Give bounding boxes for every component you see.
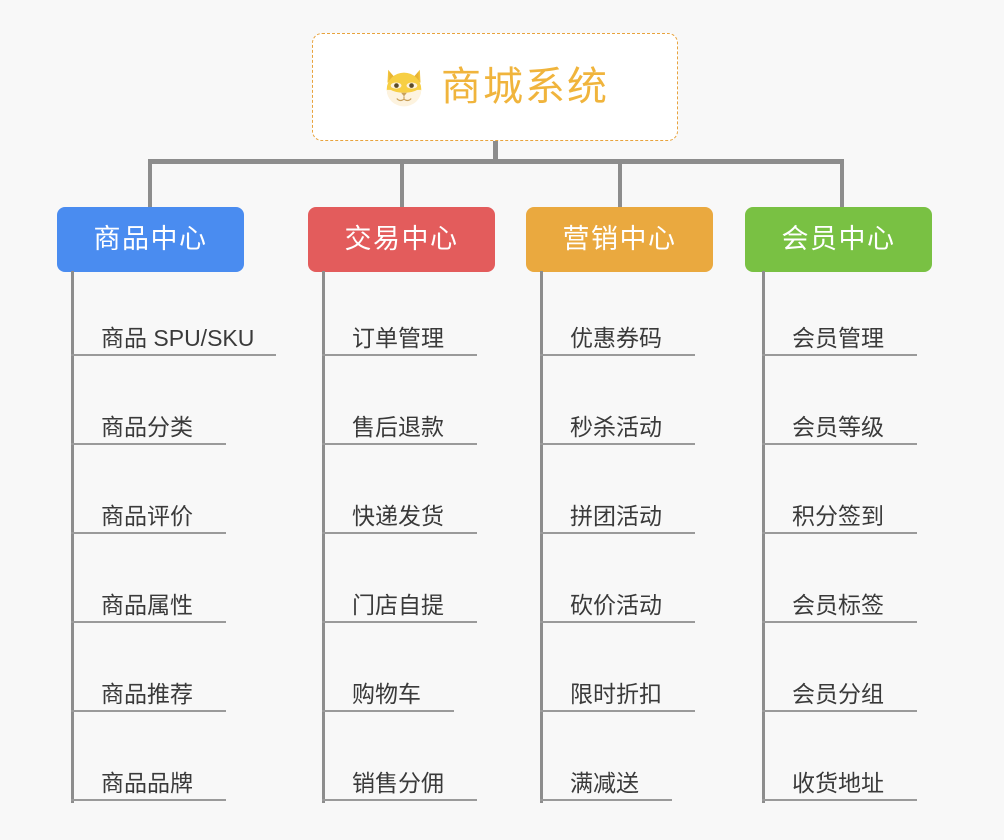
leaf-label: 销售分佣 [352, 770, 444, 796]
connector-drop-3 [618, 159, 622, 209]
leaf-label: 售后退款 [352, 414, 444, 440]
leaf-underline [71, 799, 226, 801]
leaf-item[interactable]: 会员分组 [762, 666, 917, 712]
leaf-item[interactable]: 商品 SPU/SKU [71, 310, 276, 356]
leaf-underline [71, 621, 226, 623]
leaf-underline [762, 443, 917, 445]
leaf-item[interactable]: 满减送 [540, 755, 672, 801]
leaf-label: 积分签到 [792, 503, 884, 529]
leaf-label: 快递发货 [352, 503, 444, 529]
leaf-item[interactable]: 拼团活动 [540, 488, 695, 534]
leaf-label: 商品 SPU/SKU [101, 325, 255, 351]
leaf-label: 满减送 [570, 770, 639, 796]
leaf-label: 购物车 [352, 681, 421, 707]
leaf-item[interactable]: 秒杀活动 [540, 399, 695, 445]
leaf-underline [322, 799, 477, 801]
leaf-label: 订单管理 [352, 325, 444, 351]
leaf-underline [322, 710, 454, 712]
leaf-item[interactable]: 优惠券码 [540, 310, 695, 356]
leaf-underline [762, 710, 917, 712]
branch-header-label-2: 营销中心 [562, 224, 677, 254]
leaf-item[interactable]: 商品属性 [71, 577, 226, 623]
branch-trunk-1 [322, 271, 325, 803]
leaf-item[interactable]: 会员管理 [762, 310, 917, 356]
leaf-label: 商品推荐 [101, 681, 193, 707]
leaf-label: 秒杀活动 [570, 414, 662, 440]
leaf-label: 优惠券码 [570, 325, 662, 351]
leaf-item[interactable]: 收货地址 [762, 755, 917, 801]
leaf-item[interactable]: 商品分类 [71, 399, 226, 445]
leaf-item[interactable]: 会员标签 [762, 577, 917, 623]
branch-header-2[interactable]: 营销中心 [526, 207, 713, 272]
leaf-underline [71, 532, 226, 534]
leaf-label: 商品分类 [101, 414, 193, 440]
leaf-item[interactable]: 会员等级 [762, 399, 917, 445]
leaf-underline [540, 443, 695, 445]
leaf-label: 收货地址 [792, 770, 884, 796]
branch-header-label-3: 会员中心 [781, 224, 896, 254]
leaf-underline [71, 710, 226, 712]
leaf-item[interactable]: 售后退款 [322, 399, 477, 445]
connector-root-stem [493, 141, 498, 163]
leaf-item[interactable]: 商品品牌 [71, 755, 226, 801]
leaf-label: 商品品牌 [101, 770, 193, 796]
connector-drop-4 [840, 159, 844, 209]
leaf-label: 砍价活动 [570, 592, 662, 618]
leaf-underline [322, 621, 477, 623]
leaf-label: 拼团活动 [570, 503, 662, 529]
leaf-underline [540, 621, 695, 623]
branch-header-label-1: 交易中心 [344, 224, 459, 254]
connector-drop-2 [400, 159, 404, 209]
shiba-dog-face-icon [381, 64, 427, 110]
leaf-label: 门店自提 [352, 592, 444, 618]
leaf-item[interactable]: 商品评价 [71, 488, 226, 534]
leaf-underline [71, 354, 276, 356]
leaf-item[interactable]: 商品推荐 [71, 666, 226, 712]
leaf-underline [71, 443, 226, 445]
leaf-item[interactable]: 砍价活动 [540, 577, 695, 623]
leaf-underline [322, 532, 477, 534]
leaf-label: 商品评价 [101, 503, 193, 529]
branch-trunk-3 [762, 271, 765, 803]
branch-trunk-0 [71, 271, 74, 803]
leaf-underline [762, 621, 917, 623]
leaf-underline [762, 532, 917, 534]
leaf-underline [540, 710, 695, 712]
branch-header-0[interactable]: 商品中心 [57, 207, 244, 272]
branch-header-3[interactable]: 会员中心 [745, 207, 932, 272]
leaf-label: 会员标签 [792, 592, 884, 618]
leaf-label: 商品属性 [101, 592, 193, 618]
leaf-item[interactable]: 限时折扣 [540, 666, 695, 712]
branch-header-1[interactable]: 交易中心 [308, 207, 495, 272]
leaf-label: 会员等级 [792, 414, 884, 440]
connector-drop-1 [148, 159, 152, 209]
leaf-label: 会员分组 [792, 681, 884, 707]
leaf-label: 会员管理 [792, 325, 884, 351]
leaf-item[interactable]: 销售分佣 [322, 755, 477, 801]
leaf-item[interactable]: 订单管理 [322, 310, 477, 356]
leaf-underline [762, 354, 917, 356]
leaf-underline [540, 532, 695, 534]
leaf-label: 限时折扣 [570, 681, 662, 707]
root-node[interactable]: 商城系统 [312, 33, 678, 141]
branch-header-label-0: 商品中心 [93, 224, 208, 254]
leaf-item[interactable]: 快递发货 [322, 488, 477, 534]
leaf-underline [322, 354, 477, 356]
connector-horizontal-bus [148, 159, 844, 164]
root-title: 商城系统 [441, 65, 609, 109]
leaf-item[interactable]: 门店自提 [322, 577, 477, 623]
leaf-underline [762, 799, 917, 801]
leaf-underline [540, 799, 672, 801]
leaf-underline [540, 354, 695, 356]
branch-trunk-2 [540, 271, 543, 803]
leaf-item[interactable]: 购物车 [322, 666, 454, 712]
leaf-item[interactable]: 积分签到 [762, 488, 917, 534]
leaf-underline [322, 443, 477, 445]
